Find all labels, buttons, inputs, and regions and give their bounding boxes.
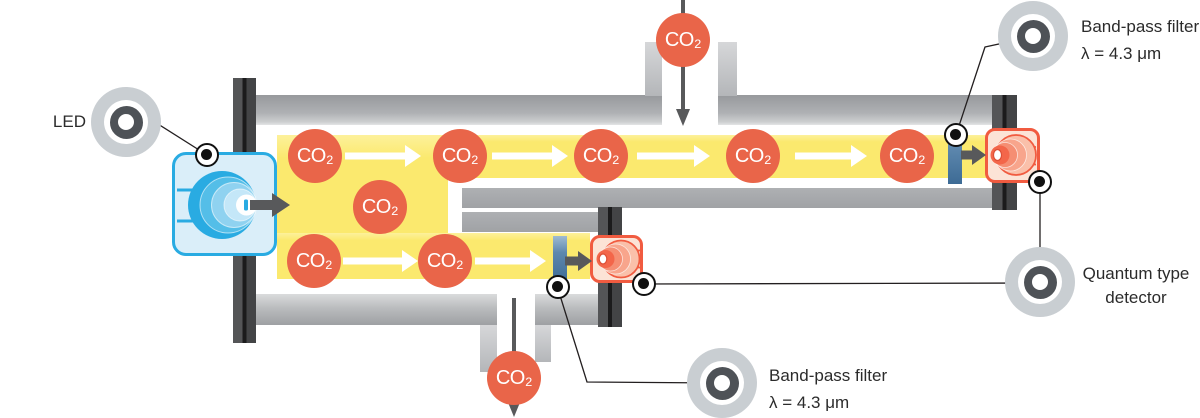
co2-molecule: CO₂ bbox=[880, 129, 934, 183]
callout-target-detector-bottom bbox=[631, 271, 656, 296]
bandpass-filter-bottom-marker-icon bbox=[687, 348, 757, 418]
marker-ring bbox=[1011, 14, 1055, 58]
co2-label: CO₂ bbox=[495, 366, 533, 389]
marker-ring bbox=[104, 100, 148, 144]
co2-label: CO₂ bbox=[664, 28, 702, 51]
co2-label: CO₂ bbox=[295, 249, 333, 272]
bandpass-name: Band-pass filter bbox=[769, 366, 888, 385]
marker-ring bbox=[700, 361, 744, 405]
bandpass-filter-bar-bottom bbox=[553, 236, 567, 283]
co2-molecule-inlet: CO₂ bbox=[656, 13, 710, 67]
callout-target-led bbox=[194, 142, 219, 167]
target-dot bbox=[1034, 176, 1045, 187]
callout-target-detector-top bbox=[1027, 169, 1052, 194]
marker-ring bbox=[714, 375, 730, 391]
co2-molecule: CO₂ bbox=[433, 129, 487, 183]
co2-molecule: CO₂ bbox=[288, 129, 342, 183]
marker-ring bbox=[109, 105, 143, 139]
co2-label: CO₂ bbox=[441, 144, 479, 167]
bandpass-filter-top-label: Band-pass filter λ = 4.3 μm bbox=[1081, 13, 1199, 67]
target-dot bbox=[950, 129, 961, 140]
bandpass-filter-bottom-label: Band-pass filter λ = 4.3 μm bbox=[769, 362, 887, 416]
quantum-detector-marker-icon bbox=[1005, 247, 1075, 317]
co2-molecule-outlet: CO₂ bbox=[487, 351, 541, 405]
bandpass-name: Band-pass filter bbox=[1081, 17, 1200, 36]
led-marker-icon bbox=[91, 87, 161, 157]
channel-divider-upper bbox=[462, 188, 992, 208]
co2-molecule: CO₂ bbox=[287, 234, 341, 288]
tube-top-wall-right bbox=[718, 95, 993, 125]
co2-molecule: CO₂ bbox=[726, 129, 780, 183]
bandpass-filter-top-marker-icon bbox=[998, 1, 1068, 71]
detector-icon bbox=[596, 239, 641, 279]
co2-label: CO₂ bbox=[734, 144, 772, 167]
gas-outlet-wall-right bbox=[535, 325, 551, 362]
callout-target-filter-top bbox=[943, 122, 968, 147]
marker-ring bbox=[118, 114, 134, 130]
target-dot bbox=[638, 278, 649, 289]
marker-ring bbox=[1018, 260, 1062, 304]
co2-label: CO₂ bbox=[296, 144, 334, 167]
co2-label: CO₂ bbox=[888, 144, 926, 167]
channel-divider-lower bbox=[462, 212, 600, 232]
led-icon bbox=[177, 171, 257, 239]
detector-icon bbox=[990, 134, 1037, 176]
led-label-text: LED bbox=[52, 112, 86, 131]
co2-molecule: CO₂ bbox=[418, 234, 472, 288]
tube-top-wall-left bbox=[254, 95, 662, 125]
marker-ring bbox=[705, 366, 739, 400]
detector-component-top bbox=[985, 128, 1040, 183]
co2-label: CO₂ bbox=[426, 249, 464, 272]
marker-ring bbox=[1023, 265, 1057, 299]
bandpass-wavelength: λ = 4.3 μm bbox=[1081, 44, 1162, 63]
quantum-detector-label: Quantum type detector bbox=[1072, 262, 1200, 310]
quantum-line2: detector bbox=[1105, 288, 1167, 307]
co2-molecule: CO₂ bbox=[353, 180, 407, 234]
callout-target-filter-bottom bbox=[545, 274, 570, 299]
led-component bbox=[172, 152, 277, 256]
co2-label: CO₂ bbox=[361, 195, 399, 218]
co2-molecule: CO₂ bbox=[574, 129, 628, 183]
target-dot bbox=[552, 281, 563, 292]
target-dot bbox=[201, 149, 212, 160]
marker-ring bbox=[1016, 19, 1050, 53]
tube-bottom-wall-left bbox=[254, 294, 497, 325]
gas-inlet-wall-right bbox=[718, 42, 737, 96]
co2-label: CO₂ bbox=[582, 144, 620, 167]
bandpass-wavelength: λ = 4.3 μm bbox=[769, 393, 850, 412]
marker-ring bbox=[1025, 28, 1041, 44]
gas-inlet-wall-left bbox=[645, 42, 662, 96]
marker-ring bbox=[1032, 274, 1048, 290]
led-label: LED bbox=[28, 112, 86, 132]
quantum-line1: Quantum type bbox=[1082, 264, 1190, 283]
